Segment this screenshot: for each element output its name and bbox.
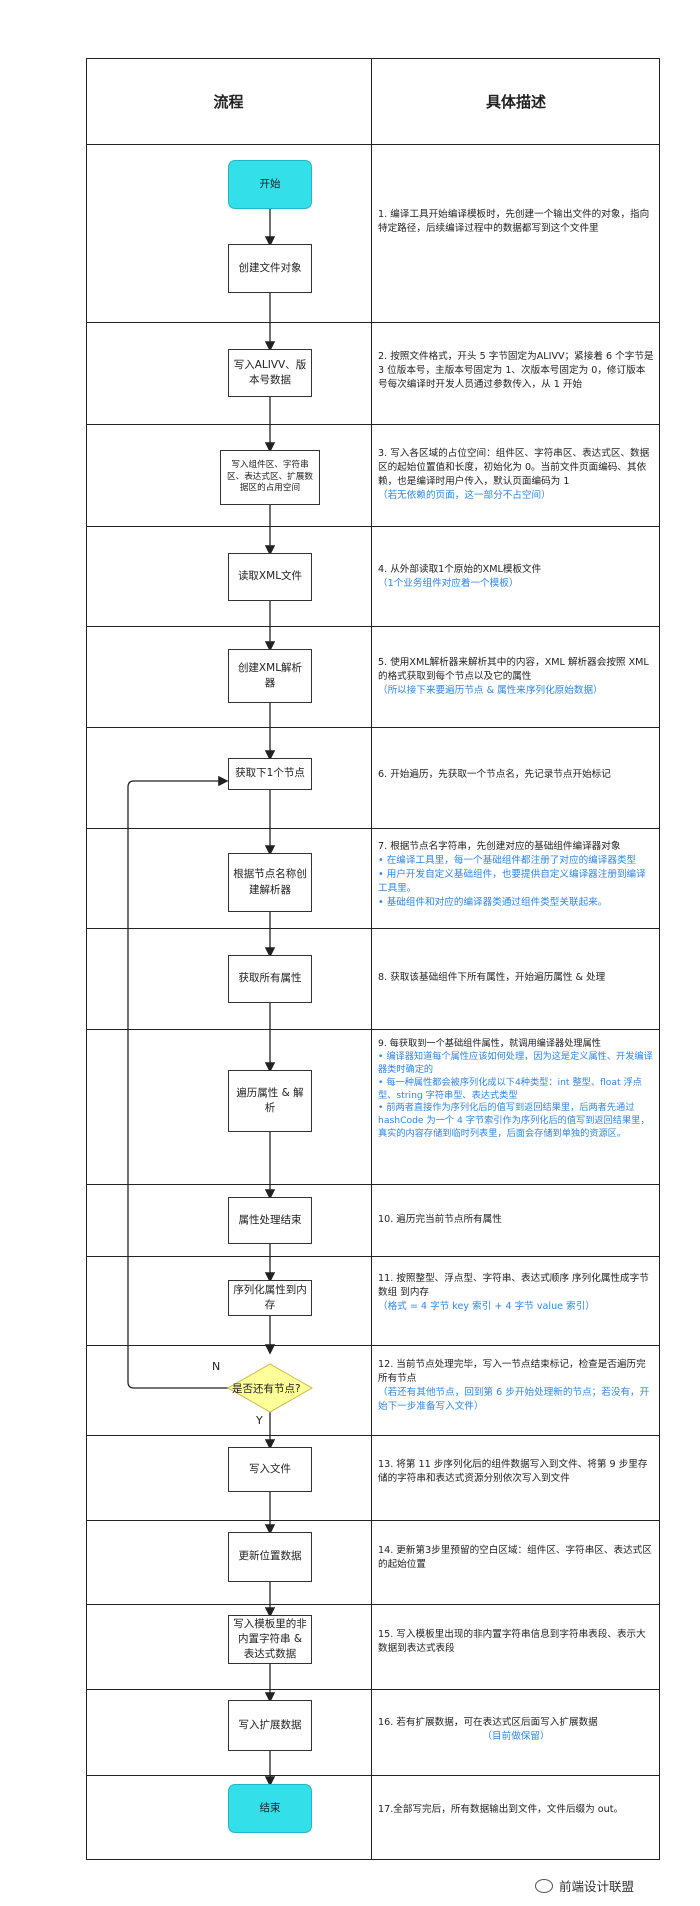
step-4-text: 4. 从外部读取1个原始的XML模板文件 <box>378 564 542 575</box>
step-16-desc: 16. 若有扩展数据，可在表达式区后面写入扩展数据 （目前做保留） <box>374 1716 658 1744</box>
step-8-desc: 8. 获取该基础组件下所有属性，开始遍历属性 & 处理 <box>374 971 658 985</box>
serialize-node: 序列化属性到内存 <box>228 1280 312 1316</box>
read-xml-node: 读取XML文件 <box>228 553 312 601</box>
step-15-text: 15. 写入模板里出现的非内置字符串信息到字符串表段、表示大数据到表达式表段 <box>378 1629 646 1654</box>
step-7-desc: 7. 根据节点名字符串，先创建对应的基础组件编译器对象 • 在编译工具里，每一个基… <box>374 840 658 910</box>
start-node: 开始 <box>228 160 312 209</box>
row-divider <box>86 1184 660 1185</box>
write-version-node: 写入ALIVV、版本号数据 <box>228 349 312 397</box>
step-9-bullet: • 前两者直接作为序列化后的值写到返回结果里，后两者先通过 hashCode 为… <box>378 1102 650 1140</box>
step-14-desc: 14. 更新第3步里预留的空白区域：组件区、字符串区、表达式区的起始位置 <box>374 1544 658 1572</box>
step-9-desc: 9. 每获取到一个基础组件属性，就调用编译器处理属性• 编译器知道每个属性应该如… <box>374 1038 658 1141</box>
update-pos-node: 更新位置数据 <box>228 1532 312 1582</box>
get-attrs-node: 获取所有属性 <box>228 955 312 1003</box>
step-4-note: （1个业务组件对应着一个模板） <box>378 577 519 589</box>
step-4-desc: 4. 从外部读取1个原始的XML模板文件 （1个业务组件对应着一个模板） <box>374 563 658 591</box>
row-divider <box>86 1604 660 1605</box>
create-compiler-node: 根据节点名称创建解析器 <box>228 853 312 912</box>
step-11-text: 11. 按照整型、浮点型、字符串、表达式顺序 序列化属性成字节数组 到内存 <box>378 1273 649 1298</box>
step-17-text: 17.全部写完后，所有数据输出到文件，文件后缀为 out。 <box>378 1804 624 1815</box>
row-divider <box>86 1345 660 1346</box>
step-10-text: 10. 遍历完当前节点所有属性 <box>378 1214 502 1225</box>
write-strings-node: 写入模板里的非内置字符串 & 表达式数据 <box>228 1615 312 1664</box>
get-next-node-node: 获取下1个节点 <box>228 758 312 790</box>
no-label: N <box>212 1360 221 1373</box>
step-10-desc: 10. 遍历完当前节点所有属性 <box>374 1213 658 1227</box>
step-12-desc: 12. 当前节点处理完毕，写入一节点结束标记，检查是否遍历完所有节点（若还有其他… <box>374 1358 658 1414</box>
step-9-bullet: • 编译器知道每个属性应该如何处理，因为这是定义属性、开发编译器类时确定的 <box>378 1050 653 1075</box>
step-11-desc: 11. 按照整型、浮点型、字符串、表达式顺序 序列化属性成字节数组 到内存 （格式… <box>374 1272 658 1314</box>
step-5-text: 5. 使用XML解析器来解析其中的内容，XML 解析器会按照 XML 的格式获取… <box>378 657 649 682</box>
row-divider <box>86 727 660 728</box>
step-5-note: （所以接下来要遍历节点 & 属性来序列化原始数据） <box>378 684 603 696</box>
watermark-text: 前端设计联盟 <box>559 1879 635 1894</box>
attr-done-node: 属性处理结束 <box>228 1197 312 1244</box>
row-divider <box>86 322 660 323</box>
step-13-desc: 13. 将第 11 步序列化后的组件数据写入到文件、将第 9 步里存储的字符串和… <box>374 1458 658 1486</box>
step-12-text: 12. 当前节点处理完毕，写入一节点结束标记，检查是否遍历完所有节点 <box>378 1359 646 1384</box>
row-divider <box>86 928 660 929</box>
column-divider <box>371 58 372 1860</box>
step-9-bullet: • 每一种属性都会被序列化成以下4种类型：int 整型、float 浮点型、st… <box>378 1076 642 1101</box>
process-table <box>86 58 660 1860</box>
step-7-bullet: • 基础组件和对应的编译器类通过组件类型关联起来。 <box>378 896 608 908</box>
step-8-text: 8. 获取该基础组件下所有属性，开始遍历属性 & 处理 <box>378 972 606 983</box>
row-divider <box>86 1435 660 1436</box>
step-6-text: 6. 开始遍历，先获取一个节点名，先记录节点开始标记 <box>378 769 611 780</box>
row-divider <box>86 626 660 627</box>
step-2-text: 2. 按照文件格式，开头 5 字节固定为ALIVV；紧接着 6 个字节是 3 位… <box>378 351 654 390</box>
step-7-bullet: • 在编译工具里，每一个基础组件都注册了对应的编译器类型 <box>378 854 637 866</box>
wechat-icon <box>535 1878 553 1893</box>
row-divider <box>86 424 660 425</box>
step-14-text: 14. 更新第3步里预留的空白区域：组件区、字符串区、表达式区的起始位置 <box>378 1545 652 1570</box>
row-divider <box>86 1029 660 1030</box>
step-13-text: 13. 将第 11 步序列化后的组件数据写入到文件、将第 9 步里存储的字符串和… <box>378 1459 648 1484</box>
row-divider <box>86 1775 660 1776</box>
step-3-note: （若无依赖的页面，这一部分不占空间） <box>378 489 551 501</box>
traverse-attrs-node: 遍历属性 & 解析 <box>228 1070 312 1132</box>
step-1-text: 1. 编译工具开始编译模板时，先创建一个输出文件的对象，指向特定路径，后续编译过… <box>378 209 650 234</box>
write-placeholder-node: 写入组件区、字符串区、表达式区、扩展数据区的占用空间 <box>220 450 320 505</box>
header-flow: 流程 <box>213 92 244 111</box>
create-parser-node: 创建XML解析器 <box>228 649 312 703</box>
step-17-desc: 17.全部写完后，所有数据输出到文件，文件后缀为 out。 <box>374 1803 658 1817</box>
step-12-note: （若还有其他节点，回到第 6 步开始处理新的节点；若没有，开始下一步准备写入文件… <box>378 1386 650 1412</box>
end-node: 结束 <box>228 1784 312 1833</box>
step-6-desc: 6. 开始遍历，先获取一个节点名，先记录节点开始标记 <box>374 768 658 782</box>
write-file-node: 写入文件 <box>228 1447 312 1492</box>
yes-label: Y <box>256 1414 263 1427</box>
write-ext-node: 写入扩展数据 <box>228 1700 312 1751</box>
row-divider <box>86 1520 660 1521</box>
row-divider <box>86 144 660 145</box>
step-5-desc: 5. 使用XML解析器来解析其中的内容，XML 解析器会按照 XML 的格式获取… <box>374 656 658 698</box>
decision-node: 是否还有节点? <box>232 1383 301 1395</box>
step-16-text: 16. 若有扩展数据，可在表达式区后面写入扩展数据 <box>378 1717 598 1728</box>
step-1-desc: 1. 编译工具开始编译模板时，先创建一个输出文件的对象，指向特定路径，后续编译过… <box>374 208 658 236</box>
header-description: 具体描述 <box>485 92 546 111</box>
step-7-bullet: • 用户开发自定义基础组件，也要提供自定义编译器注册到编译工具里。 <box>378 868 646 894</box>
step-3-text: 3. 写入各区域的占位空间：组件区、字符串区、表达式区、数据区的起始位置值和长度… <box>378 448 650 487</box>
step-9-text: 9. 每获取到一个基础组件属性，就调用编译器处理属性 <box>378 1038 601 1049</box>
step-2-desc: 2. 按照文件格式，开头 5 字节固定为ALIVV；紧接着 6 个字节是 3 位… <box>374 350 658 392</box>
step-11-note: （格式 = 4 字节 key 索引 + 4 字节 value 索引） <box>378 1300 595 1312</box>
row-divider <box>86 1689 660 1690</box>
watermark: 前端设计联盟 <box>535 1876 634 1895</box>
step-16-note: （目前做保留） <box>482 1730 550 1742</box>
row-divider <box>86 1256 660 1257</box>
step-7-text: 7. 根据节点名字符串，先创建对应的基础组件编译器对象 <box>378 841 621 852</box>
row-divider <box>86 828 660 829</box>
create-file-node: 创建文件对象 <box>228 244 312 293</box>
row-divider <box>86 526 660 527</box>
step-15-desc: 15. 写入模板里出现的非内置字符串信息到字符串表段、表示大数据到表达式表段 <box>374 1628 658 1656</box>
step-3-desc: 3. 写入各区域的占位空间：组件区、字符串区、表达式区、数据区的起始位置值和长度… <box>374 447 658 503</box>
